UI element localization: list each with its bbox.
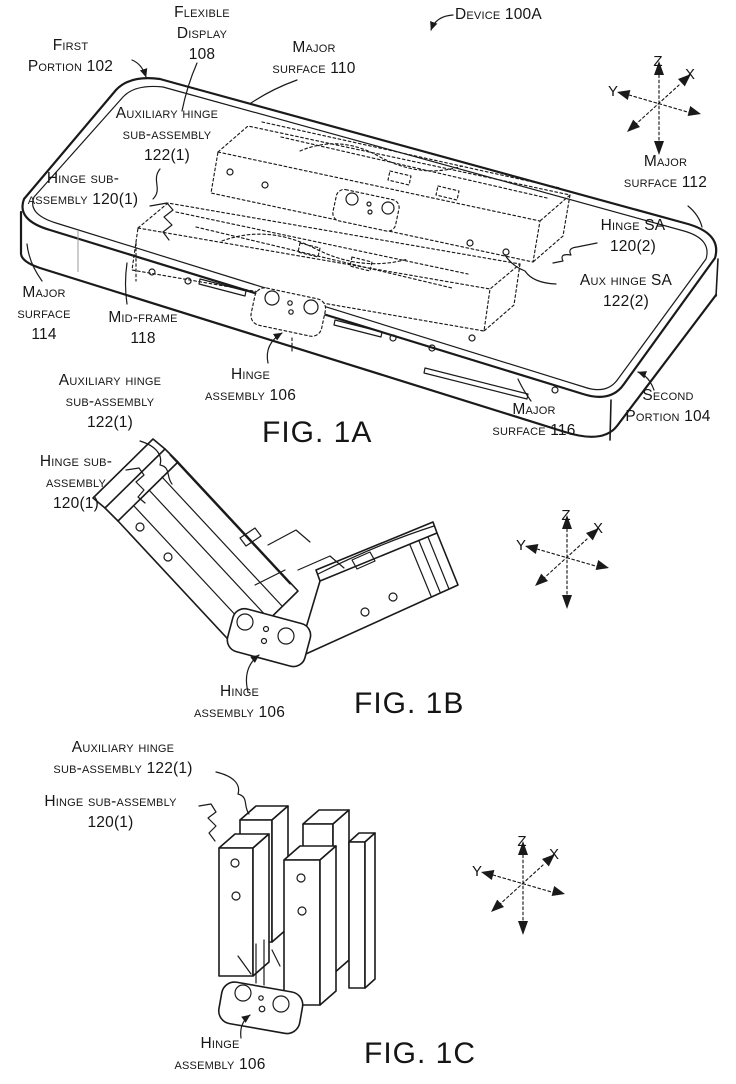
x-axis-label: X — [593, 520, 603, 537]
x-axis-label: X — [685, 66, 695, 83]
label-line: Device 100A — [455, 6, 542, 23]
label-line: sub-assembly 122(1) — [53, 760, 193, 777]
label-line: sub-assembly — [65, 393, 155, 410]
label-line: 122(2) — [602, 293, 649, 310]
label-line: Hinge — [219, 683, 260, 700]
label-major-surface-112: Major surface 112 — [598, 151, 733, 193]
label-line: assembly — [45, 474, 107, 491]
label-line: surface — [17, 305, 71, 322]
label-aux-hinge-sub-assembly-122-1-fig1b: Auxiliary hinge sub-assembly 122(1) — [30, 370, 190, 433]
fig1a-device-drawing — [19, 77, 719, 441]
label-line: Display — [176, 25, 228, 42]
label-line: 114 — [31, 326, 57, 343]
fig1a-leader-lines — [26, 14, 703, 402]
label-line: 108 — [188, 46, 216, 63]
label-line: Major — [512, 401, 556, 418]
label-major-surface-110: Major surface 110 — [255, 37, 373, 79]
label-major-surface-114: Major surface 114 — [5, 282, 83, 345]
fig-1a-caption: FIG. 1A — [262, 416, 373, 449]
label-line: assembly 106 — [174, 1056, 266, 1073]
label-hinge-sub-assembly-120-1-fig1b: Hinge sub- assembly 120(1) — [15, 451, 137, 514]
y-axis-label: Y — [516, 537, 526, 554]
label-device-100a: Device 100A — [455, 4, 542, 25]
label-line: Portion 102 — [27, 58, 114, 75]
label-line: surface 112 — [623, 174, 708, 191]
label-line: surface 110 — [272, 60, 356, 77]
z-axis-label: Z — [517, 833, 526, 850]
label-line: Auxiliary hinge — [71, 739, 175, 756]
label-line: Hinge — [200, 1035, 240, 1052]
label-first-portion-102: First Portion 102 — [8, 35, 133, 77]
label-hinge-assembly-106-1a: Hinge assembly 106 — [183, 364, 318, 406]
fig1b-hinge-drawing — [92, 438, 459, 668]
label-line: assembly 106 — [204, 387, 297, 404]
label-line: 120(1) — [87, 814, 134, 831]
label-line: assembly 106 — [193, 704, 286, 721]
fig1b-hinge-assembly-bracket — [226, 607, 312, 668]
y-axis-label: Y — [608, 83, 618, 100]
label-line: Hinge SA — [600, 217, 666, 234]
label-line: Second — [642, 387, 694, 404]
label-line: Hinge sub- — [39, 453, 113, 470]
fig1a-hinge-sa-120-1-box — [131, 202, 521, 342]
fig1a-upper-hinge-bracket — [332, 188, 400, 232]
label-aux-hinge-sub-assembly-122-1-fig1c: Auxiliary hinge sub-assembly 122(1) — [28, 737, 218, 779]
label-line: Portion 104 — [625, 408, 711, 425]
label-line: Auxiliary hinge — [115, 105, 219, 122]
label-line: Auxiliary hinge — [58, 372, 162, 389]
fig-1b-caption: FIG. 1B — [354, 687, 465, 720]
fig1c-hinge-drawing — [217, 805, 376, 1035]
label-mid-frame-118: Mid-frame 118 — [93, 307, 193, 349]
label-line: Major — [292, 39, 336, 56]
label-line: Hinge sub- — [46, 170, 120, 187]
label-line: Hinge — [230, 366, 271, 383]
fig1c-leader-lines — [198, 771, 251, 1039]
fig1a-hinge-assembly-bracket — [250, 287, 327, 337]
label-major-surface-116: Major surface 116 — [475, 399, 593, 441]
fig-1c-caption: FIG. 1C — [364, 1037, 477, 1070]
label-line: Hinge sub-assembly — [44, 793, 177, 810]
label-line: Aux hinge SA — [579, 272, 673, 289]
label-line: sub-assembly — [122, 126, 212, 143]
y-axis-label: Y — [472, 863, 482, 880]
z-axis-label: Z — [561, 507, 570, 524]
label-line: 122(1) — [86, 414, 133, 431]
label-line: surface 116 — [492, 422, 576, 439]
label-hinge-sub-assembly-120-1: Hinge sub- assembly 120(1) — [2, 168, 164, 210]
label-line: First — [52, 37, 89, 54]
label-line: 120(1) — [52, 495, 99, 512]
label-hinge-sub-assembly-120-1-fig1c: Hinge sub-assembly 120(1) — [18, 791, 203, 833]
label-line: Flexible — [174, 4, 230, 21]
xyz-axes-icon: Z X Y — [472, 833, 565, 935]
fig1a-hinge-sa-120-2-box — [210, 125, 571, 263]
fig1c-hinge-assembly-bracket — [217, 981, 304, 1035]
xyz-axes-icon: Z X Y — [516, 507, 609, 609]
label-line: Mid-frame — [108, 309, 178, 326]
label-line: assembly 120(1) — [27, 191, 139, 208]
label-hinge-sa-120-2: Hinge SA 120(2) — [573, 215, 693, 257]
fig1b-leader-lines — [125, 440, 260, 693]
label-line: Major — [643, 153, 688, 170]
fig1a-linkage-hidden-lines — [175, 121, 561, 289]
label-hinge-assembly-106-1b: Hinge assembly 106 — [172, 681, 307, 723]
label-line: Major — [22, 284, 66, 301]
label-hinge-assembly-106-1c: Hinge assembly 106 — [150, 1033, 290, 1075]
x-axis-label: X — [549, 846, 559, 863]
label-line: 118 — [130, 330, 156, 347]
xyz-axes-icon: Z X Y — [608, 53, 701, 155]
label-line: 122(1) — [143, 147, 190, 164]
label-line: 120(2) — [609, 238, 656, 255]
label-aux-hinge-sa-122-2: Aux hinge SA 122(2) — [550, 270, 702, 312]
label-flexible-display-108: Flexible Display 108 — [158, 2, 246, 65]
z-axis-label: Z — [653, 53, 662, 70]
label-aux-hinge-sub-assembly-122-1: Auxiliary hinge sub-assembly 122(1) — [92, 103, 242, 166]
label-second-portion-104: Second Portion 104 — [603, 385, 733, 427]
